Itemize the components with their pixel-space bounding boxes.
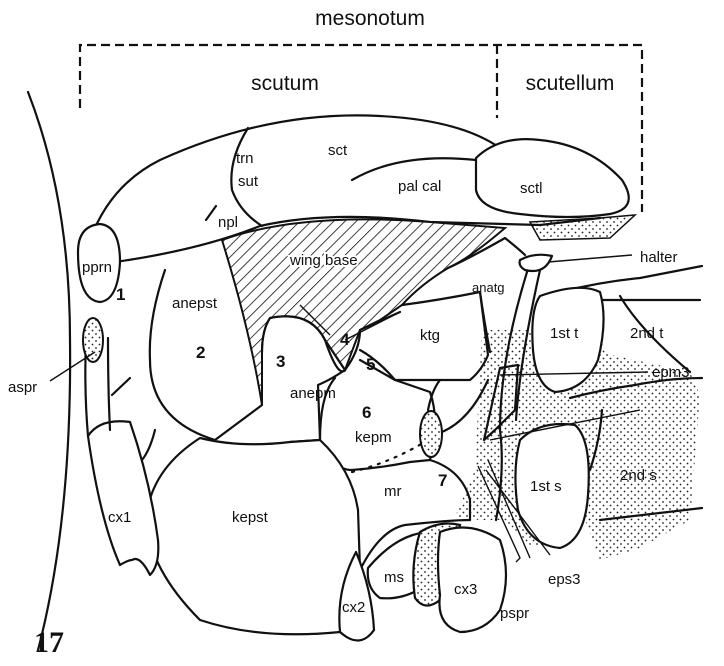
npl-label: npl <box>218 214 238 231</box>
kepst-label: kepst <box>232 509 269 526</box>
second-t-label: 2nd t <box>630 325 664 342</box>
sct-label: sct <box>328 142 348 159</box>
number-3: 3 <box>276 352 285 371</box>
cx3-label: cx3 <box>454 581 477 598</box>
cx2-label: cx2 <box>342 599 365 616</box>
number-1: 1 <box>116 285 125 304</box>
mr-label: mr <box>384 483 402 500</box>
mesonotum-label: mesonotum <box>315 7 425 30</box>
anatg-label: anatg <box>472 280 505 295</box>
first-t-label: 1st t <box>550 325 579 342</box>
scutum-label: scutum <box>251 72 319 95</box>
number-2: 2 <box>196 343 205 362</box>
eps3-label: eps3 <box>548 571 581 588</box>
kepm-label: kepm <box>355 429 392 446</box>
sctl-label: sctl <box>520 180 543 197</box>
scutellum-base-stipple <box>530 215 635 240</box>
ktg-label: ktg <box>420 327 440 344</box>
pprn-label: pprn <box>82 259 112 276</box>
aspr-label: aspr <box>8 379 37 396</box>
pspr-label: pspr <box>500 605 529 622</box>
cx1-label: cx1 <box>108 509 131 526</box>
number-4: 4 <box>340 330 350 349</box>
ms-label: ms <box>384 569 404 586</box>
number-5: 5 <box>366 355 375 374</box>
pal-cal-label: pal cal <box>398 178 441 195</box>
figure-number: 17 <box>34 626 64 659</box>
wing-base-area <box>222 219 505 405</box>
anepst-label: anepst <box>172 295 218 312</box>
number-7: 7 <box>438 471 447 490</box>
halter-label: halter <box>640 249 678 266</box>
first-s-label: 1st s <box>530 478 562 495</box>
second-s-label: 2nd s <box>620 467 657 484</box>
anepm-label: anepm <box>290 385 336 402</box>
trn-label: trn <box>236 150 254 167</box>
epm3-label: epm3 <box>652 364 690 381</box>
sut-label: sut <box>238 173 259 190</box>
number-6: 6 <box>362 403 371 422</box>
scutellum-label: scutellum <box>526 72 615 95</box>
wing-base-label: wing base <box>289 252 358 269</box>
